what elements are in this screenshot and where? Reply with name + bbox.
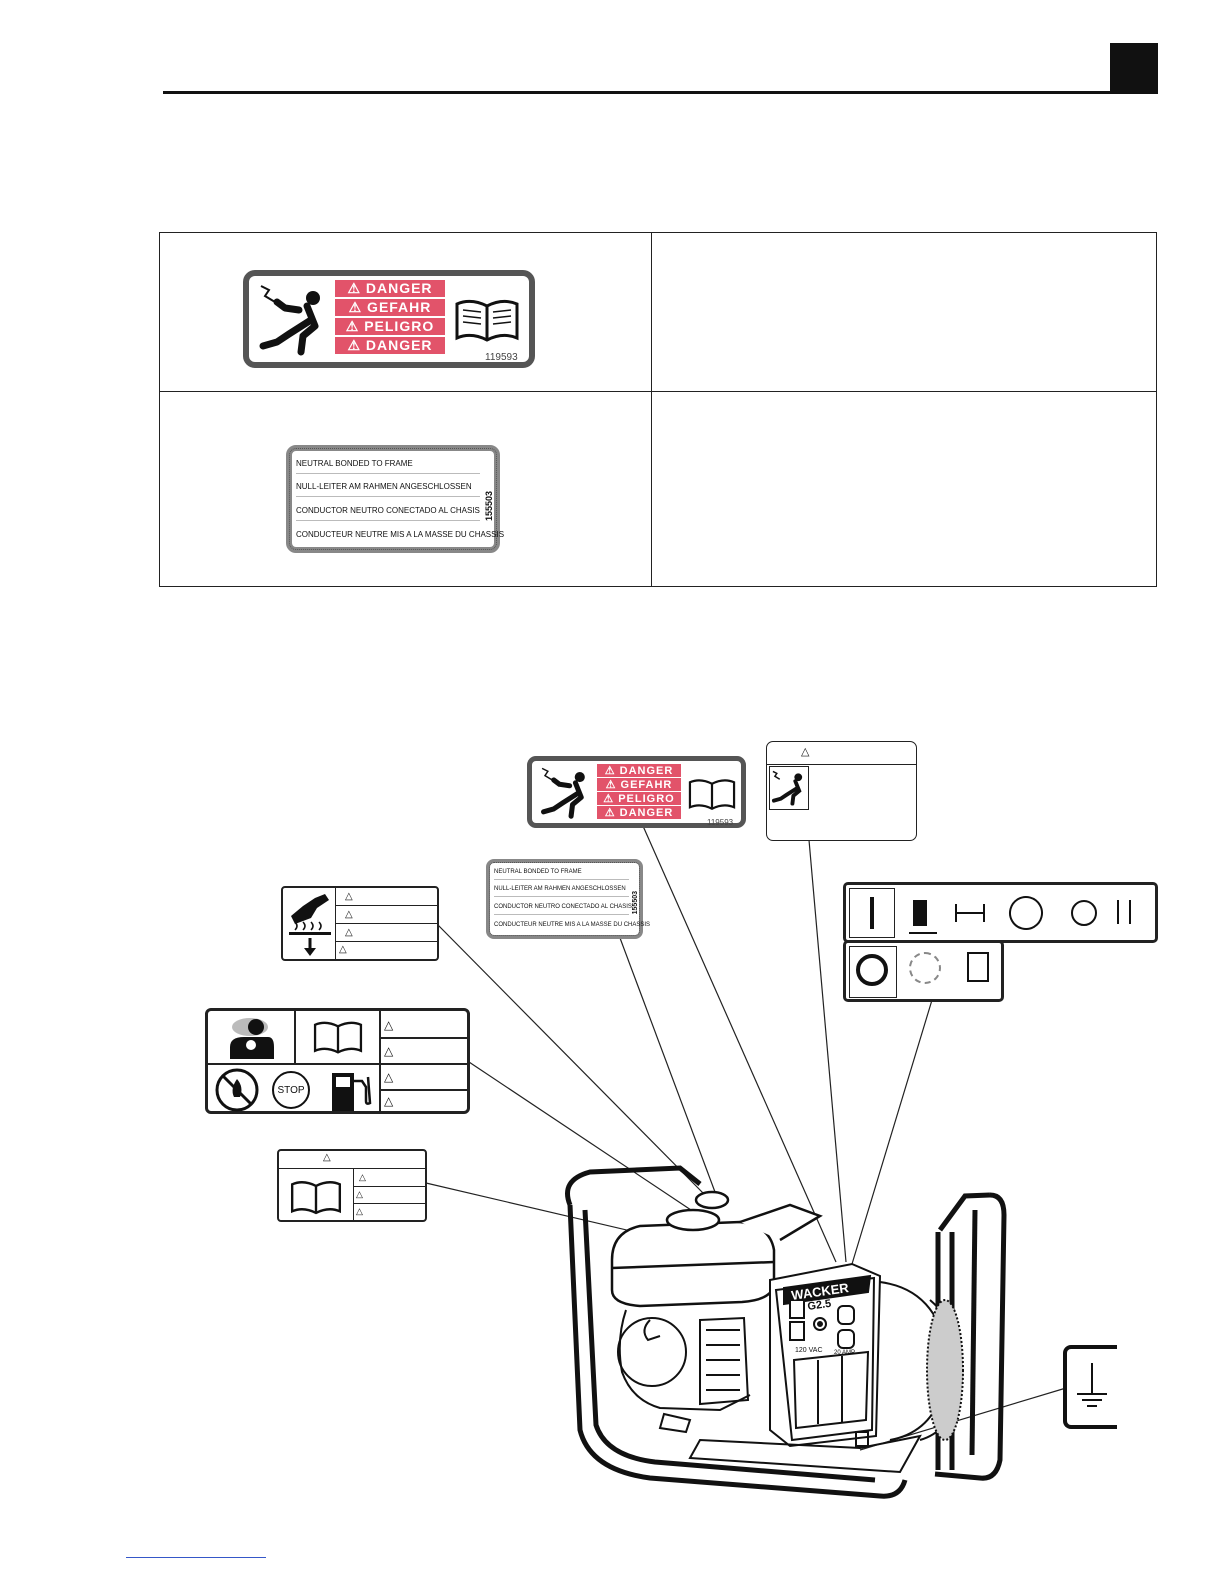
choke-icon: [951, 888, 995, 936]
warning-triangle-icon: △: [339, 944, 347, 955]
fuel-valve-icon: [1002, 888, 1050, 937]
header-rule: [163, 91, 1111, 94]
exhaust-fumes-icon: [230, 1018, 274, 1059]
fuel-decal-divider-h: [208, 1063, 379, 1065]
leader-lines: [425, 825, 1067, 1451]
manual-book-icon: [455, 299, 519, 342]
danger-word-3: ⚠ PELIGRO: [335, 318, 445, 335]
hot-surface-decal: △ △ △ △: [281, 886, 439, 961]
ground-decal-right-edge-bottom: [1108, 1425, 1117, 1429]
hot-surface-icon: [289, 894, 331, 956]
neutral-line-small-2: NULL-LEITER AM RAHMEN ANGESCHLOSSEN: [494, 886, 629, 897]
stop-label: STOP: [277, 1084, 305, 1096]
warning-triangle-icon: △: [384, 1044, 394, 1058]
danger-word-1: ⚠ DANGER: [335, 280, 445, 297]
warning-triangle-icon: △: [801, 746, 810, 758]
manual-row-2: [353, 1203, 425, 1204]
fuel-decal-divider-v2: [379, 1011, 381, 1111]
danger-word-2: ⚠ GEFAHR: [335, 299, 445, 316]
ground-symbol-decal: [1063, 1345, 1117, 1429]
danger-word-small-3: ⚠ PELIGRO: [597, 792, 681, 805]
danger-decal-large: ⚠ DANGER ⚠ GEFAHR ⚠ PELIGRO ⚠ DANGER 119…: [243, 270, 535, 368]
fuel-exhaust-decal: STOP △ △ △ △: [205, 1008, 470, 1114]
fuel-pump-icon: [901, 888, 945, 936]
fuel-row-3: [379, 1089, 467, 1091]
base-plate: [688, 1431, 922, 1474]
hot-row-1: [335, 905, 437, 906]
generator-model: G2.5: [807, 1298, 832, 1313]
run-icon: [1107, 888, 1151, 936]
danger-word-small-4: ⚠ DANGER: [597, 806, 681, 819]
manual-book-icon: [313, 1021, 363, 1054]
ground-decal-right-edge: [1108, 1345, 1117, 1349]
danger-decal-number: 119593: [485, 352, 518, 363]
manual-header-row: [279, 1168, 425, 1169]
neutral-decal-number-small: 155503: [632, 891, 639, 915]
danger-word-small-1: ⚠ DANGER: [597, 764, 681, 777]
manual-book-icon: [290, 1181, 342, 1215]
stop-engine-icon: STOP: [272, 1071, 310, 1109]
fuel-tank: [610, 1190, 823, 1308]
no-flame-icon: [215, 1068, 259, 1112]
choke-lever-icon: [901, 946, 947, 996]
manual-column-divider: [353, 1168, 354, 1220]
on-bar-icon: [849, 888, 895, 938]
neutral-line-2: NULL-LEITER AM RAHMEN ANGESCHLOSSEN: [296, 482, 480, 497]
neutral-bond-decal-large: NEUTRAL BONDED TO FRAME NULL-LEITER AM R…: [286, 445, 505, 553]
fuel-decal-divider-v1: [294, 1011, 296, 1063]
danger-word-small-2: ⚠ GEFAHR: [597, 778, 681, 791]
warning-triangle-icon: △: [384, 1018, 394, 1032]
engine-body: [617, 1309, 751, 1434]
neutral-line-4: CONDUCTEUR NEUTRE MIS A LA MASSE DU CHAS…: [296, 530, 505, 539]
warning-triangle-icon: △: [384, 1094, 394, 1108]
warning-triangle-icon: △: [345, 891, 353, 902]
neutral-line-small-3: CONDUCTOR NEUTRO CONECTADO AL CHASIS: [494, 904, 632, 915]
control-pictogram-decal: [843, 882, 1158, 1002]
generator-amps: 20 AMP: [834, 1350, 855, 1356]
fuel-row-2: [379, 1063, 467, 1065]
decal-table: ⚠ DANGER ⚠ GEFAHR ⚠ PELIGRO ⚠ DANGER 119…: [159, 232, 1157, 587]
electric-shock-icon: [259, 285, 320, 356]
read-manual-decal: △ △ △ △: [277, 1149, 427, 1222]
danger-decal-number-small: 119593: [707, 818, 734, 827]
neutral-line-small-1: NEUTRAL BONDED TO FRAME: [494, 869, 629, 880]
danger-decal-small: ⚠ DANGER ⚠ GEFAHR ⚠ PELIGRO ⚠ DANGER 119…: [527, 756, 746, 828]
warning-triangle-icon: △: [356, 1206, 363, 1216]
starter-icon: [1055, 888, 1099, 936]
fuel-row-1: [379, 1037, 467, 1039]
warning-decal-shock: △: [766, 741, 917, 841]
warning-header-row: [767, 742, 916, 765]
danger-word-4: ⚠ DANGER: [335, 337, 445, 354]
warning-triangle-icon: △: [345, 909, 353, 920]
neutral-bond-decal-small: NEUTRAL BONDED TO FRAME NULL-LEITER AM R…: [486, 859, 651, 939]
generator-voltage: 120 VAC: [795, 1347, 823, 1354]
manual-book-icon: [688, 779, 736, 810]
electric-shock-icon: [540, 767, 585, 819]
off-circle-icon: [849, 946, 897, 998]
manual-row-1: [353, 1186, 425, 1187]
warning-triangle-icon: △: [384, 1070, 394, 1084]
ground-icon: [1067, 1349, 1117, 1429]
table-divider-horizontal: [160, 391, 1156, 392]
warning-triangle-icon: △: [359, 1172, 366, 1182]
engine-switch-icon: [953, 946, 999, 996]
neutral-line-3: CONDUCTOR NEUTRO CONECTADO AL CHASIS: [296, 506, 480, 521]
table-divider-vertical: [651, 233, 652, 586]
electric-shock-icon: [769, 766, 809, 810]
warning-triangle-icon: △: [345, 927, 353, 938]
neutral-line-1: NEUTRAL BONDED TO FRAME: [296, 459, 480, 474]
warning-triangle-icon: △: [323, 1152, 331, 1163]
warning-triangle-icon: △: [356, 1189, 363, 1199]
footer-link-line: [126, 1557, 266, 1558]
section-tab: [1110, 43, 1158, 94]
fuel-pump-icon: [332, 1073, 372, 1111]
neutral-line-small-4: CONDUCTEUR NEUTRE MIS A LA MASSE DU CHAS…: [494, 922, 651, 928]
alternator: [879, 1281, 964, 1441]
control-panel: [769, 1262, 882, 1448]
hot-row-3: [335, 941, 437, 942]
hot-row-2: [335, 923, 437, 924]
